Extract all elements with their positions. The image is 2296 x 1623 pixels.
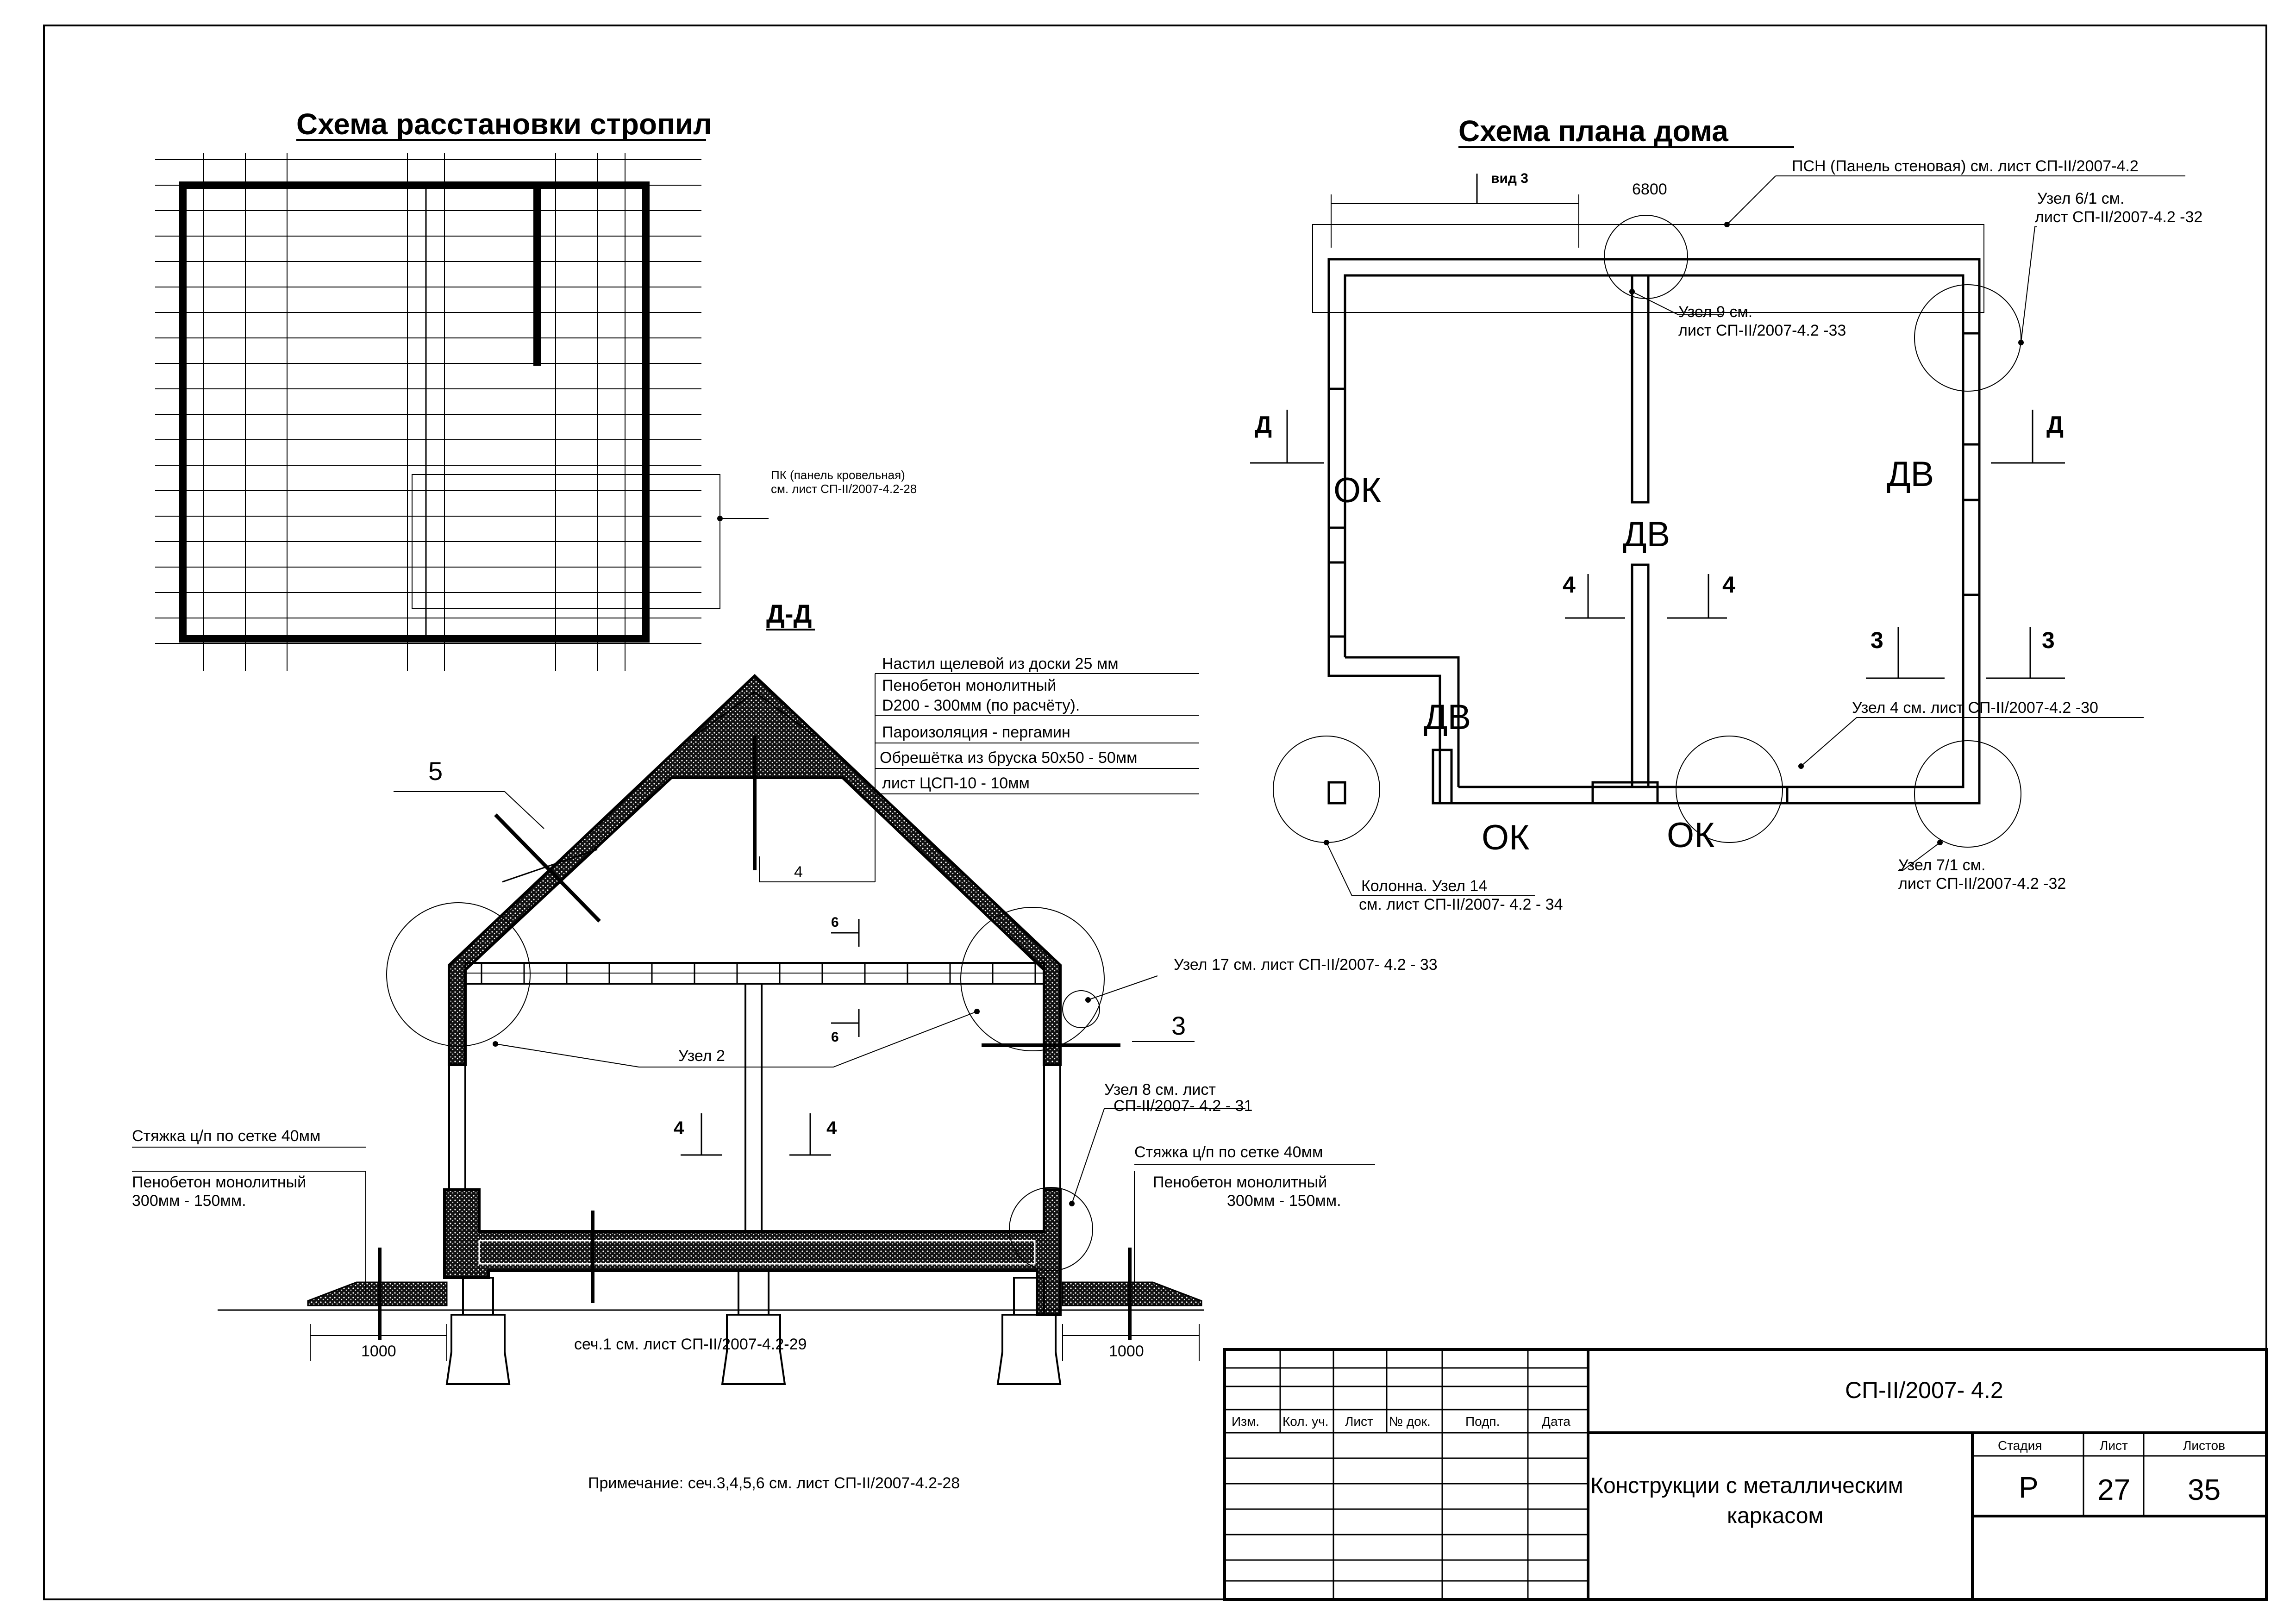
section-title: Д-Д (766, 599, 812, 628)
plan-mark-3-left: 3 (1871, 627, 1883, 653)
uzel-8-label-a: Узел 8 см. лист (1104, 1081, 1216, 1099)
plan-dv-right: ДВ (1887, 455, 1934, 494)
section-mark-5: 5 (428, 756, 443, 786)
general-note: Примечание: сеч.3,4,5,6 см. лист СП-II/2… (588, 1474, 960, 1492)
plan-mark-4-left: 4 (1563, 572, 1576, 598)
layer-3: D200 - 300мм (по расчёту). (882, 697, 1080, 714)
panel-note-2: см. лист СП-II/2007-4.2-28 (771, 482, 917, 496)
plan-mark-4-right: 4 (1722, 572, 1735, 598)
left-foam-label-b: 300мм - 150мм. (132, 1192, 246, 1210)
rafter-lines (155, 153, 701, 671)
section-1-note: сеч.1 см. лист СП-II/2007-4.2-29 (574, 1336, 807, 1353)
layer-6: лист ЦСП-10 - 10мм (882, 774, 1030, 792)
tb-header-data: Дата (1542, 1414, 1570, 1429)
left-foam-label-a: Пенобетон монолитный (132, 1174, 306, 1191)
panel-note-1: ПК (панель кровельная) (771, 468, 905, 482)
title-block (1223, 1348, 2268, 1601)
house-plan: Схема плана дома вид 3 6800 ПСН (Панель … (1250, 114, 2202, 913)
right-foam-label-b: 300мм - 150мм. (1227, 1192, 1341, 1210)
floor-slab (443, 1188, 1062, 1316)
left-screed-label: Стяжка ц/п по сетке 40мм (132, 1127, 320, 1145)
layer-1: Настил щелевой из доски 25 мм (882, 655, 1119, 673)
doc-title-a: Конструкции с металлическим (1590, 1473, 1903, 1498)
sheets-label: Листов (2183, 1438, 2225, 1453)
plan-view-label: вид 3 (1491, 171, 1528, 186)
tb-header-kol: Кол. уч. (1283, 1414, 1329, 1429)
tb-header-list: Лист (1345, 1414, 1373, 1429)
section-mark-6-a: 6 (831, 915, 839, 930)
dim-left: 1000 (361, 1342, 396, 1360)
plan-mark-3-right: 3 (2042, 627, 2055, 653)
plan-dv-bottom: ДВ (1424, 698, 1471, 737)
rafter-scheme-title: Схема расстановки стропил (296, 107, 712, 141)
plan-mark-d-right: Д (2046, 412, 2064, 438)
right-screed-label: Стяжка ц/п по сетке 40мм (1134, 1143, 1323, 1161)
section-mark-4-top: 4 (794, 863, 803, 881)
stage-value: Р (2019, 1471, 2039, 1504)
doc-code: СП-II/2007- 4.2 (1845, 1377, 2003, 1403)
plan-mark-d-left: Д (1255, 412, 1272, 438)
sheet-frame (43, 25, 2267, 1600)
plan-dv-center: ДВ (1623, 515, 1670, 554)
tb-header-doc: № док. (1389, 1414, 1431, 1429)
uzel-71-label-b: лист СП-II/2007-4.2 -32 (1898, 875, 2066, 893)
sheets-value: 35 (2188, 1473, 2221, 1506)
right-foam-label-a: Пенобетон монолитный (1153, 1174, 1327, 1191)
uzel-71-label-a: Узел 7/1 см. (1898, 856, 1986, 874)
dim-right: 1000 (1109, 1342, 1144, 1360)
section-mark-4-right: 4 (826, 1118, 837, 1138)
uzel-17-label: Узел 17 см. лист СП-II/2007- 4.2 - 33 (1174, 956, 1438, 974)
uzel-9-label-b: лист СП-II/2007-4.2 -33 (1678, 322, 1846, 339)
sheet-value: 27 (2097, 1473, 2130, 1506)
psn-label: ПСН (Панель стеновая) см. лист СП-II/200… (1792, 157, 2139, 175)
section-mark-6-b: 6 (831, 1030, 839, 1045)
layer-4: Пароизоляция - пергамин (882, 724, 1070, 741)
layer-2: Пенобетон монолитный (882, 677, 1056, 694)
plan-ok-left: ОК (1333, 471, 1381, 510)
plan-ok-bottom-2: ОК (1667, 816, 1714, 855)
uzel-2-label: Узел 2 (678, 1047, 725, 1065)
uzel-61-label-b: лист СП-II/2007-4.2 -32 (2035, 208, 2202, 226)
sheet-label: Лист (2100, 1438, 2128, 1453)
plan-dim-6800: 6800 (1632, 181, 1667, 198)
section-dd: Д-Д (132, 599, 1438, 1492)
uzel-4-label: Узел 4 см. лист СП-II/2007-4.2 -30 (1852, 699, 2098, 717)
rafter-scheme: Схема расстановки стропил ПК (панель кро… (155, 107, 917, 671)
plan-ok-bottom-1: ОК (1482, 818, 1529, 857)
tb-header-podp: Подп. (1465, 1414, 1500, 1429)
section-mark-4-left: 4 (674, 1118, 684, 1138)
uzel-61-label-a: Узел 6/1 см. (2037, 190, 2125, 207)
stage-label: Стадия (1998, 1438, 2042, 1453)
layer-5: Обрешётка из бруска 50х50 - 50мм (880, 749, 1138, 767)
section-mark-3: 3 (1171, 1011, 1186, 1040)
kolonna-label-b: см. лист СП-II/2007- 4.2 - 34 (1359, 896, 1563, 913)
roof-outline (179, 181, 650, 643)
kolonna-label-a: Колонна. Узел 14 (1361, 877, 1487, 895)
tb-header-izm: Изм. (1232, 1414, 1259, 1429)
uzel-9-label-a: Узел 9 см. (1678, 303, 1752, 321)
uzel-8-label-b: СП-II/2007- 4.2 - 31 (1114, 1097, 1252, 1115)
doc-title-b: каркасом (1727, 1504, 1823, 1528)
plan-title: Схема плана дома (1458, 114, 1728, 148)
